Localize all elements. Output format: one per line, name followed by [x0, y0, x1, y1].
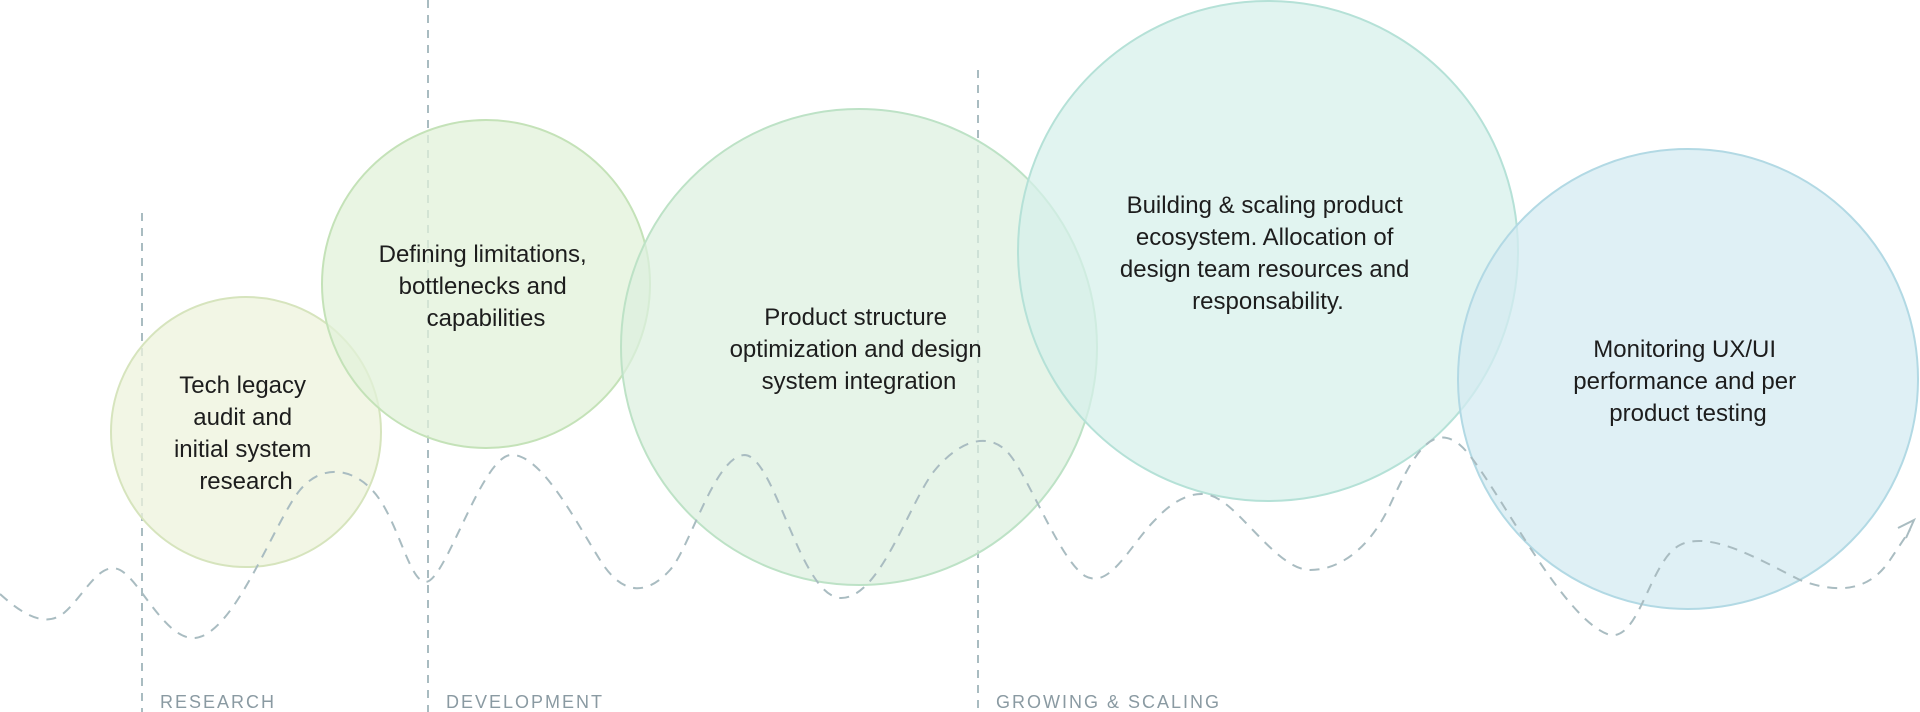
stage-label-line: bottlenecks and — [399, 273, 567, 300]
stage-label-line: performance and per — [1573, 368, 1796, 395]
stage-label-tech-legacy: Tech legacy audit and initial system res… — [174, 372, 318, 495]
stage-label-line: research — [199, 468, 292, 495]
stage-label-line: initial system — [174, 436, 311, 463]
stage-label-line: optimization and design — [730, 336, 982, 363]
phase-label-growing-scaling: GROWING & SCALING — [996, 692, 1221, 712]
stage-circle — [1457, 148, 1919, 610]
stage-label-line: Monitoring UX/UI — [1593, 336, 1776, 363]
stage-label-line: Tech legacy — [179, 372, 306, 399]
stage-bubble-monitoring — [1457, 148, 1919, 610]
stage-label-line: Product structure — [764, 304, 947, 331]
stage-label-line: audit and — [193, 404, 292, 431]
stage-label-line: ecosystem. Allocation of — [1136, 224, 1394, 251]
phase-label-development: DEVELOPMENT — [446, 692, 604, 712]
stage-label-line: design team resources and — [1120, 256, 1410, 283]
stage-label-line: system integration — [762, 368, 957, 395]
stage-label-line: capabilities — [427, 305, 546, 332]
stage-label-product-structure: Product structure optimization and desig… — [730, 304, 989, 395]
stage-bubble-tech-legacy — [110, 296, 382, 568]
stage-label-line: product testing — [1609, 400, 1766, 427]
stage-circle — [1017, 0, 1519, 502]
stage-label-defining-limitations: Defining limitations, bottlenecks and ca… — [379, 241, 594, 332]
stage-label-line: Building & scaling product — [1127, 192, 1403, 219]
stage-label-line: responsability. — [1192, 288, 1344, 315]
stage-label-building-scaling: Building & scaling product ecosystem. Al… — [1120, 192, 1416, 315]
wave-arrow-head-icon — [1897, 517, 1917, 539]
progress-wave-path — [0, 436, 1911, 640]
stage-circle — [110, 296, 382, 568]
stage-bubble-building-scaling — [1017, 0, 1519, 502]
stage-label-line: Defining limitations, — [379, 241, 587, 268]
phase-label-research: RESEARCH — [160, 692, 276, 712]
stage-label-monitoring: Monitoring UX/UI performance and per pro… — [1573, 336, 1802, 427]
